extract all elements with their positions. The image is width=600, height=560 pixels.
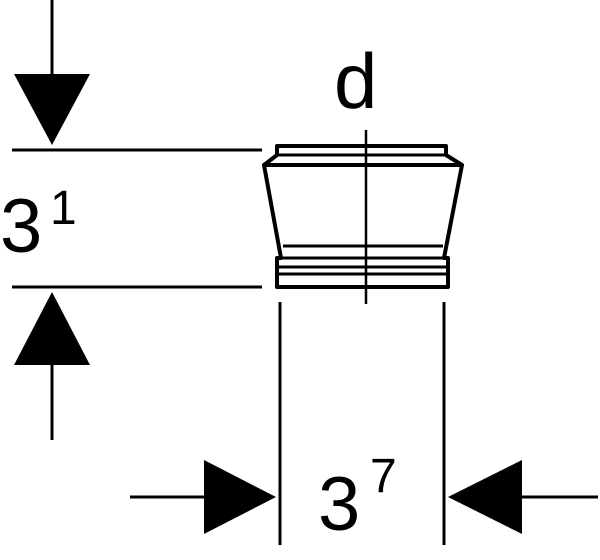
width-dimension-value: 3 [318,462,360,547]
height-bottom-arrow-icon [14,292,90,365]
diameter-label: d [334,37,377,125]
height-top-arrow-icon [14,74,90,145]
height-dimension: 3 1 [0,0,262,440]
height-dimension-value: 3 [0,184,42,269]
fitting-part [262,144,464,289]
height-dimension-label: 3 1 [0,182,77,269]
width-dimension-superscript: 7 [370,450,397,503]
fitting-outline [262,163,464,289]
width-left-arrow-icon [204,460,276,534]
width-dimension: 3 7 [130,302,598,547]
width-right-arrow-icon [448,460,522,534]
width-dimension-label: 3 7 [318,450,397,547]
height-dimension-superscript: 1 [50,182,77,235]
fitting-top-rim [262,144,464,167]
